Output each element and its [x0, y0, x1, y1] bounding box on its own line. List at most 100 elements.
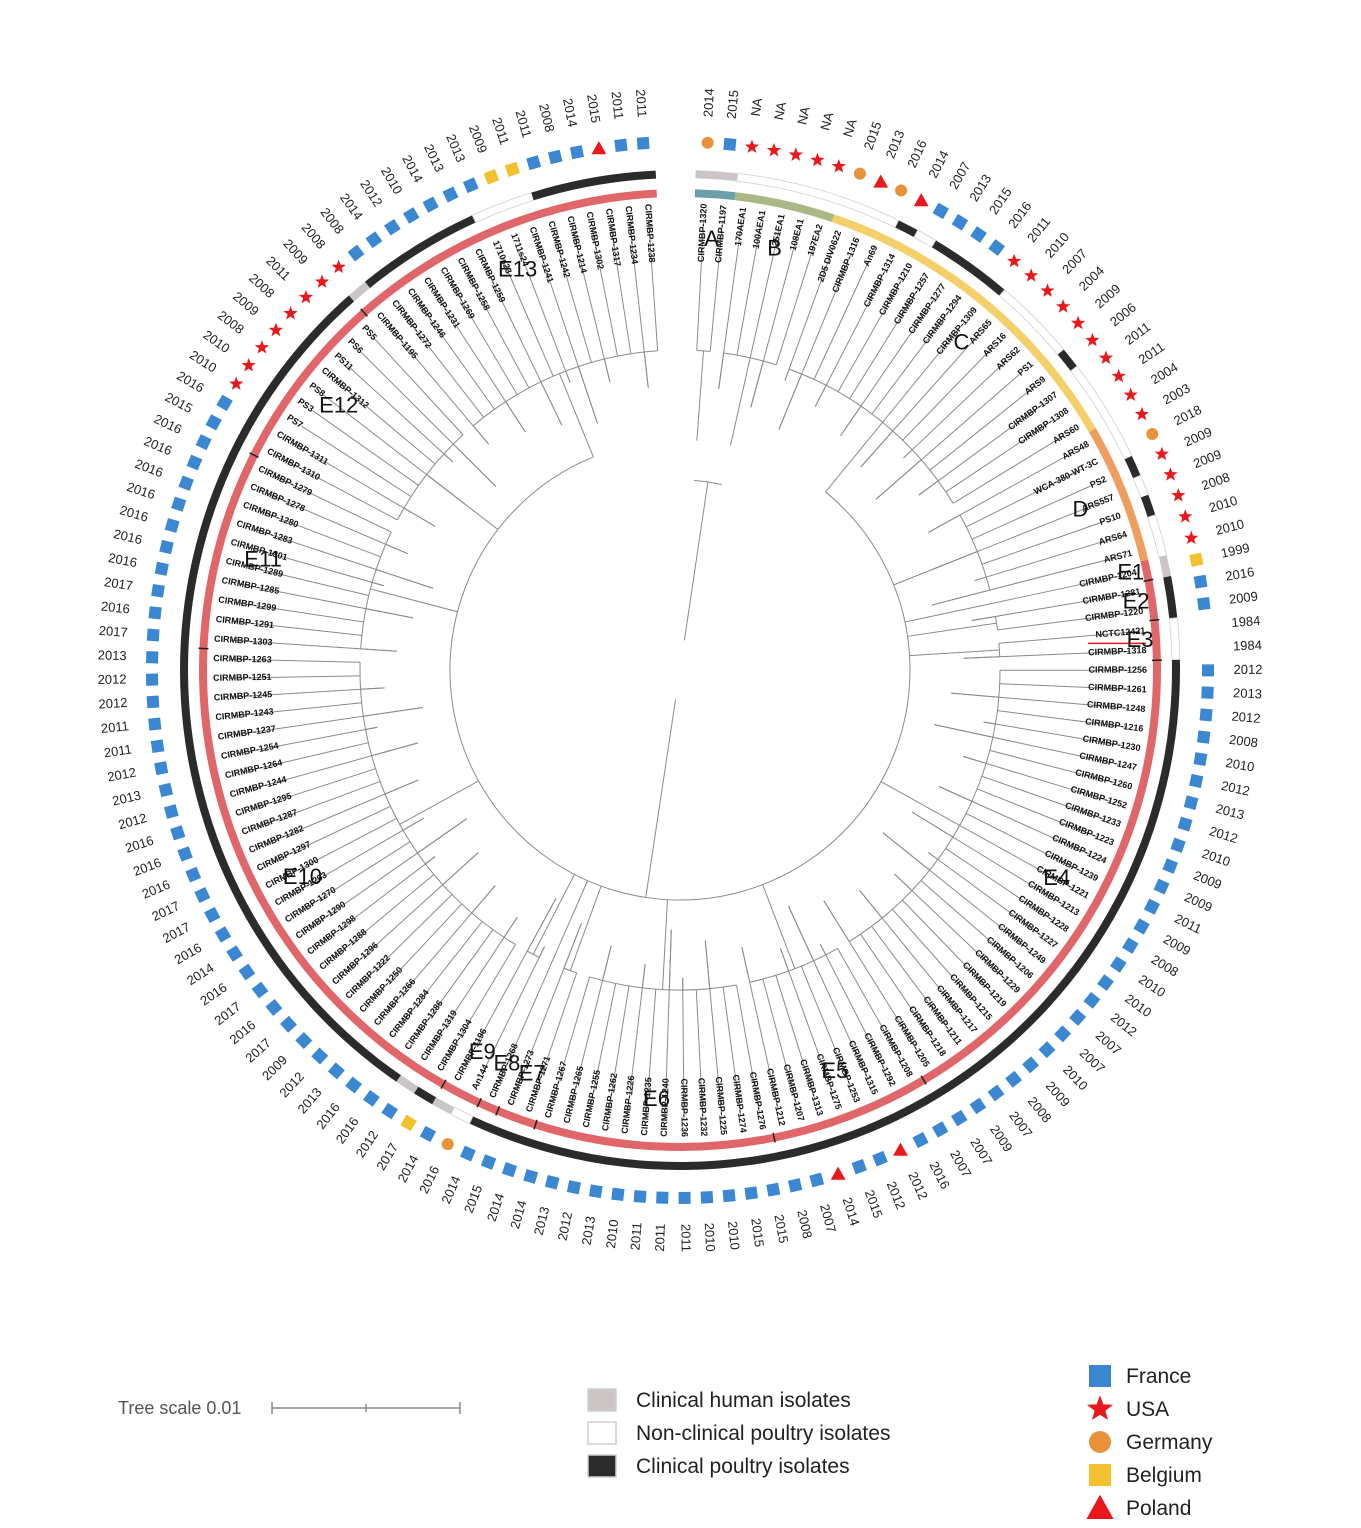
tree-branch	[902, 899, 945, 944]
year-label: NA	[794, 105, 813, 126]
host-segment-clinical	[1057, 349, 1078, 371]
country-marker-france	[163, 804, 179, 819]
tree-branch	[971, 485, 1091, 540]
leaf-guide	[901, 1061, 910, 1075]
tree-branch	[1015, 520, 1105, 553]
year-label: 2008	[246, 270, 277, 301]
country-marker-poland	[893, 1142, 908, 1156]
tree-branch	[232, 620, 315, 631]
tree-branch	[784, 246, 834, 381]
tree-branch	[1010, 631, 1129, 643]
leaf-label: CIRMBP-1212	[765, 1067, 788, 1126]
leaf-guide	[227, 771, 242, 776]
year-label: 2013	[531, 1205, 553, 1237]
leaf-guide	[1042, 936, 1055, 946]
leaf-label: CIRMBP-1262	[600, 1072, 619, 1131]
tree-branch	[950, 692, 999, 698]
leaf-label: CIRMBP-1285	[221, 575, 280, 596]
tree-branch	[882, 832, 930, 871]
country-marker-france	[1038, 1041, 1056, 1059]
leaf-label: CIRMBP-1254	[220, 740, 279, 761]
leaf-guide	[232, 542, 248, 548]
leaf-guide	[647, 206, 649, 222]
tree-branch	[337, 702, 362, 706]
leaf-guide	[1123, 591, 1139, 596]
leaf-guide	[259, 861, 274, 869]
leaf-guide	[217, 715, 233, 718]
leaf-guide	[644, 1118, 647, 1134]
leaf-label: CIRMBP-1317	[604, 208, 623, 267]
country-marker-usa	[1178, 509, 1193, 523]
leaf-guide	[1082, 461, 1097, 470]
tree-branch	[417, 818, 468, 854]
country-marker-usa	[254, 340, 269, 354]
tree-branch	[855, 288, 919, 389]
year-label: 2010	[1200, 846, 1232, 870]
country-marker-france	[177, 846, 193, 862]
year-label: 2012	[97, 671, 126, 687]
tree-branch	[565, 370, 571, 383]
country-marker-france	[148, 717, 162, 731]
leaf-guide	[287, 911, 301, 920]
country-marker-france	[226, 945, 243, 962]
tree-branch	[780, 948, 790, 972]
clade-divider	[495, 1105, 501, 1116]
clade-divider	[360, 308, 368, 317]
leaf-guide	[1129, 689, 1145, 691]
year-label: 2016	[152, 411, 185, 437]
country-marker-usa	[1134, 406, 1149, 421]
tree-branch	[848, 670, 1001, 943]
year-label: 2011	[100, 718, 129, 736]
year-label: 2013	[579, 1215, 598, 1246]
leaf-guide	[605, 1114, 609, 1130]
clade-segment-b	[734, 192, 835, 223]
leaf-guide	[475, 1073, 483, 1088]
year-label: 2011	[1172, 911, 1204, 937]
year-label: 2017	[373, 1140, 401, 1173]
tree-branch	[784, 368, 790, 381]
country-marker-france	[145, 673, 159, 686]
leaf-label: ARS64	[1097, 529, 1128, 547]
leaf-label: CIRMBP-1240	[659, 1078, 671, 1137]
leaf-label: CIRMBP-1261	[1088, 682, 1147, 695]
year-label: 2016	[1224, 564, 1255, 584]
tree-branch	[230, 676, 301, 679]
country-marker-france	[912, 1131, 929, 1149]
year-label: 2016	[125, 479, 157, 502]
tree-branch	[626, 963, 646, 1117]
leaf-label: 108EA1	[788, 218, 806, 252]
country-marker-usa	[1163, 467, 1178, 481]
leaf-guide	[1097, 497, 1113, 504]
tree-branch	[241, 750, 334, 773]
country-marker-usa	[1154, 446, 1169, 461]
tree-branch	[668, 929, 672, 990]
tree-branch	[403, 314, 448, 371]
tree-branch	[230, 658, 349, 663]
tree-branch	[425, 856, 436, 865]
country-marker-germany	[441, 1138, 454, 1151]
leaf-guide	[777, 1109, 782, 1124]
tree-branch	[999, 683, 1130, 690]
year-label: 2014	[184, 960, 216, 988]
country-marker-france	[365, 231, 383, 249]
leaf-guide	[778, 216, 783, 232]
tree-branch	[849, 388, 857, 399]
leaf-guide	[1123, 745, 1139, 749]
host-segment-human	[348, 281, 370, 302]
tree-branch	[995, 419, 1055, 459]
tree-branch	[333, 742, 369, 752]
year-label: 2011	[633, 89, 650, 118]
tree-branch	[558, 373, 594, 458]
year-label: 2011	[1024, 214, 1053, 245]
tree-branch	[363, 707, 423, 717]
country-marker-france	[311, 1047, 329, 1065]
country-marker-france	[170, 825, 186, 841]
year-label: 2009	[1092, 281, 1124, 311]
leaf-label: ARS60	[1051, 422, 1081, 446]
tree-branch	[343, 817, 397, 847]
country-marker-france	[146, 651, 159, 664]
year-label: 2015	[861, 119, 885, 151]
year-label: 2008	[318, 205, 348, 237]
country-marker-france	[194, 886, 211, 903]
leaf-guide	[348, 985, 360, 997]
